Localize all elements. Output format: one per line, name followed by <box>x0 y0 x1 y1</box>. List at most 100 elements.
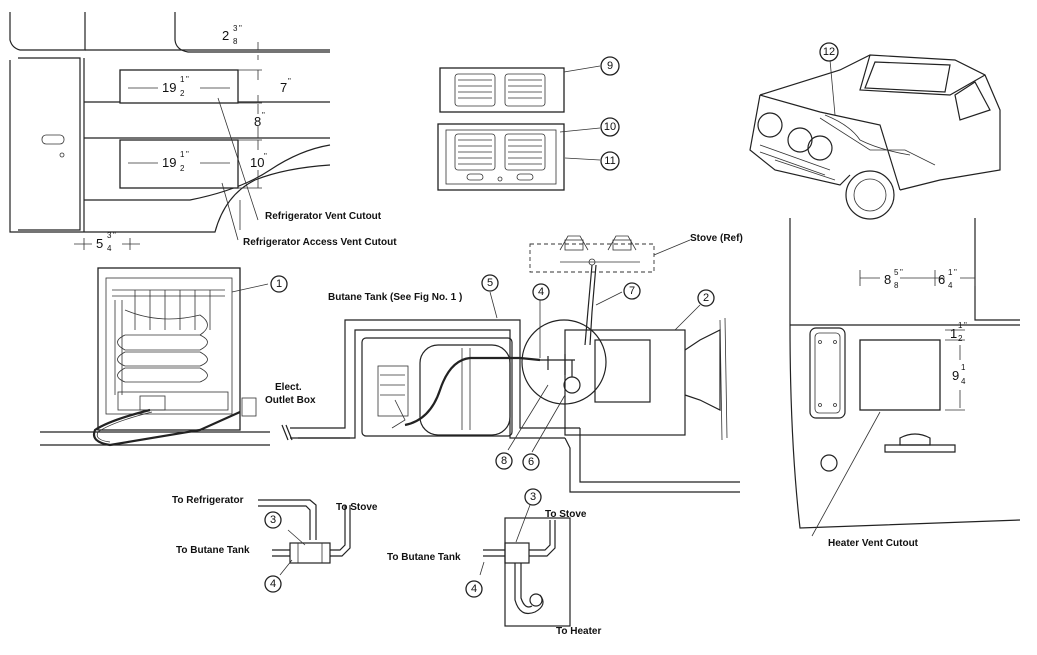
dim-8-5-8: 8 5 8 " <box>884 268 903 290</box>
svg-text:2: 2 <box>180 89 185 98</box>
elect-label: Elect. <box>275 382 302 393</box>
dim-7: 7 " <box>280 77 291 95</box>
dim-5-3-4: 5 3 4 " <box>96 231 116 253</box>
svg-text:12: 12 <box>823 46 835 58</box>
to-stove-a-label: To Stove <box>336 502 378 513</box>
callout-3-b: 3 <box>524 488 542 506</box>
svg-text:7: 7 <box>629 285 635 297</box>
truck-front-view <box>749 54 1001 220</box>
dim-8: 8 " <box>254 111 265 129</box>
to-refrigerator-label: To Refrigerator <box>172 495 244 506</box>
svg-text:2: 2 <box>958 334 963 343</box>
svg-text:3: 3 <box>107 231 112 240</box>
svg-text:8: 8 <box>894 281 899 290</box>
svg-text:4: 4 <box>948 281 953 290</box>
svg-text:1: 1 <box>958 321 963 330</box>
svg-text:8: 8 <box>233 37 238 46</box>
svg-text:10: 10 <box>250 155 264 170</box>
dimension-lines-left <box>74 42 262 250</box>
callout-11: 11 <box>600 151 620 171</box>
callout-3-a: 3 <box>264 511 282 529</box>
callout-1: 1 <box>270 275 288 293</box>
svg-text:4: 4 <box>107 244 112 253</box>
svg-text:3: 3 <box>270 514 276 526</box>
callout-8: 8 <box>495 452 513 470</box>
svg-text:": " <box>113 231 116 240</box>
svg-text:6: 6 <box>938 272 945 287</box>
heater-vent-cutout-label: Heater Vent Cutout <box>828 538 919 549</box>
callout-12: 12 <box>819 42 839 62</box>
svg-text:8: 8 <box>884 272 891 287</box>
dimension-lines-right <box>811 270 976 537</box>
to-heater-label: To Heater <box>556 626 601 637</box>
callout-4-b: 4 <box>465 580 483 598</box>
vehicle-side-panel <box>9 12 331 233</box>
to-stove-b-label: To Stove <box>545 509 587 520</box>
outlet-box-label: Outlet Box <box>265 395 316 406</box>
svg-text:": " <box>186 75 189 84</box>
svg-text:1: 1 <box>180 150 185 159</box>
callout-leaders-center <box>489 291 701 453</box>
butane-tank-label: Butane Tank (See Fig No. 1 ) <box>328 292 462 303</box>
callout-2: 2 <box>697 289 715 307</box>
svg-text:11: 11 <box>604 155 615 167</box>
svg-text:1: 1 <box>948 268 953 277</box>
svg-text:9: 9 <box>607 60 613 72</box>
heater-vent-panel <box>789 218 1021 529</box>
svg-text:9: 9 <box>952 368 959 383</box>
vent-grille-upper <box>439 67 565 113</box>
svg-text:": " <box>288 77 291 86</box>
callout-leader-1 <box>231 283 269 293</box>
dim-9-1-4: 9 1 4 <box>952 363 966 386</box>
callout-5: 5 <box>481 274 499 292</box>
svg-text:4: 4 <box>538 286 544 298</box>
svg-text:10: 10 <box>604 121 616 133</box>
callout-leaders-vents <box>559 65 601 161</box>
refrigerator <box>40 267 270 447</box>
svg-text:": " <box>186 150 189 159</box>
svg-text:": " <box>239 24 242 33</box>
svg-text:5: 5 <box>487 277 493 289</box>
refrigerator-vent-cutout-label: Refrigerator Vent Cutout <box>265 211 382 222</box>
svg-text:5: 5 <box>96 236 103 251</box>
to-butane-tank-b-label: To Butane Tank <box>387 552 461 563</box>
svg-text:4: 4 <box>471 583 477 595</box>
svg-text:3: 3 <box>530 491 536 503</box>
dim-6-1-4: 6 1 4 " <box>938 268 957 290</box>
tee-fitting-detail-a <box>258 499 351 576</box>
svg-text:4: 4 <box>270 578 276 590</box>
detail-circle <box>521 319 607 405</box>
svg-text:": " <box>264 152 267 161</box>
callout-6: 6 <box>522 453 540 471</box>
heater-vent-cutout <box>859 339 941 411</box>
heater-unit <box>540 317 728 441</box>
svg-text:2: 2 <box>222 28 229 43</box>
svg-text:4: 4 <box>961 377 966 386</box>
to-butane-tank-a-label: To Butane Tank <box>176 545 250 556</box>
svg-text:2: 2 <box>180 164 185 173</box>
callout-10: 10 <box>600 117 620 137</box>
dim-1-1-2: 1 1 2 " <box>950 321 967 343</box>
callout-7: 7 <box>623 282 641 300</box>
callout-4: 4 <box>532 283 550 301</box>
svg-text:": " <box>964 321 967 330</box>
svg-text:1: 1 <box>276 278 282 290</box>
dim-10: 10 " <box>250 152 267 170</box>
callout-4-a: 4 <box>264 575 282 593</box>
svg-text:19: 19 <box>162 80 176 95</box>
butane-tank-installation <box>281 319 740 493</box>
callout-9: 9 <box>600 56 620 76</box>
svg-text:3: 3 <box>233 24 238 33</box>
svg-text:5: 5 <box>894 268 899 277</box>
svg-text:1: 1 <box>950 326 957 341</box>
dim-19-1-2-top: 19 1 2 " <box>162 75 189 98</box>
svg-text:1: 1 <box>961 363 966 372</box>
svg-text:": " <box>262 111 265 120</box>
svg-text:": " <box>900 268 903 277</box>
svg-text:6: 6 <box>528 456 534 468</box>
refrigerator-access-vent-cutout-label: Refrigerator Access Vent Cutout <box>243 237 397 248</box>
svg-text:7: 7 <box>280 80 287 95</box>
svg-text:1: 1 <box>180 75 185 84</box>
svg-text:8: 8 <box>501 455 507 467</box>
